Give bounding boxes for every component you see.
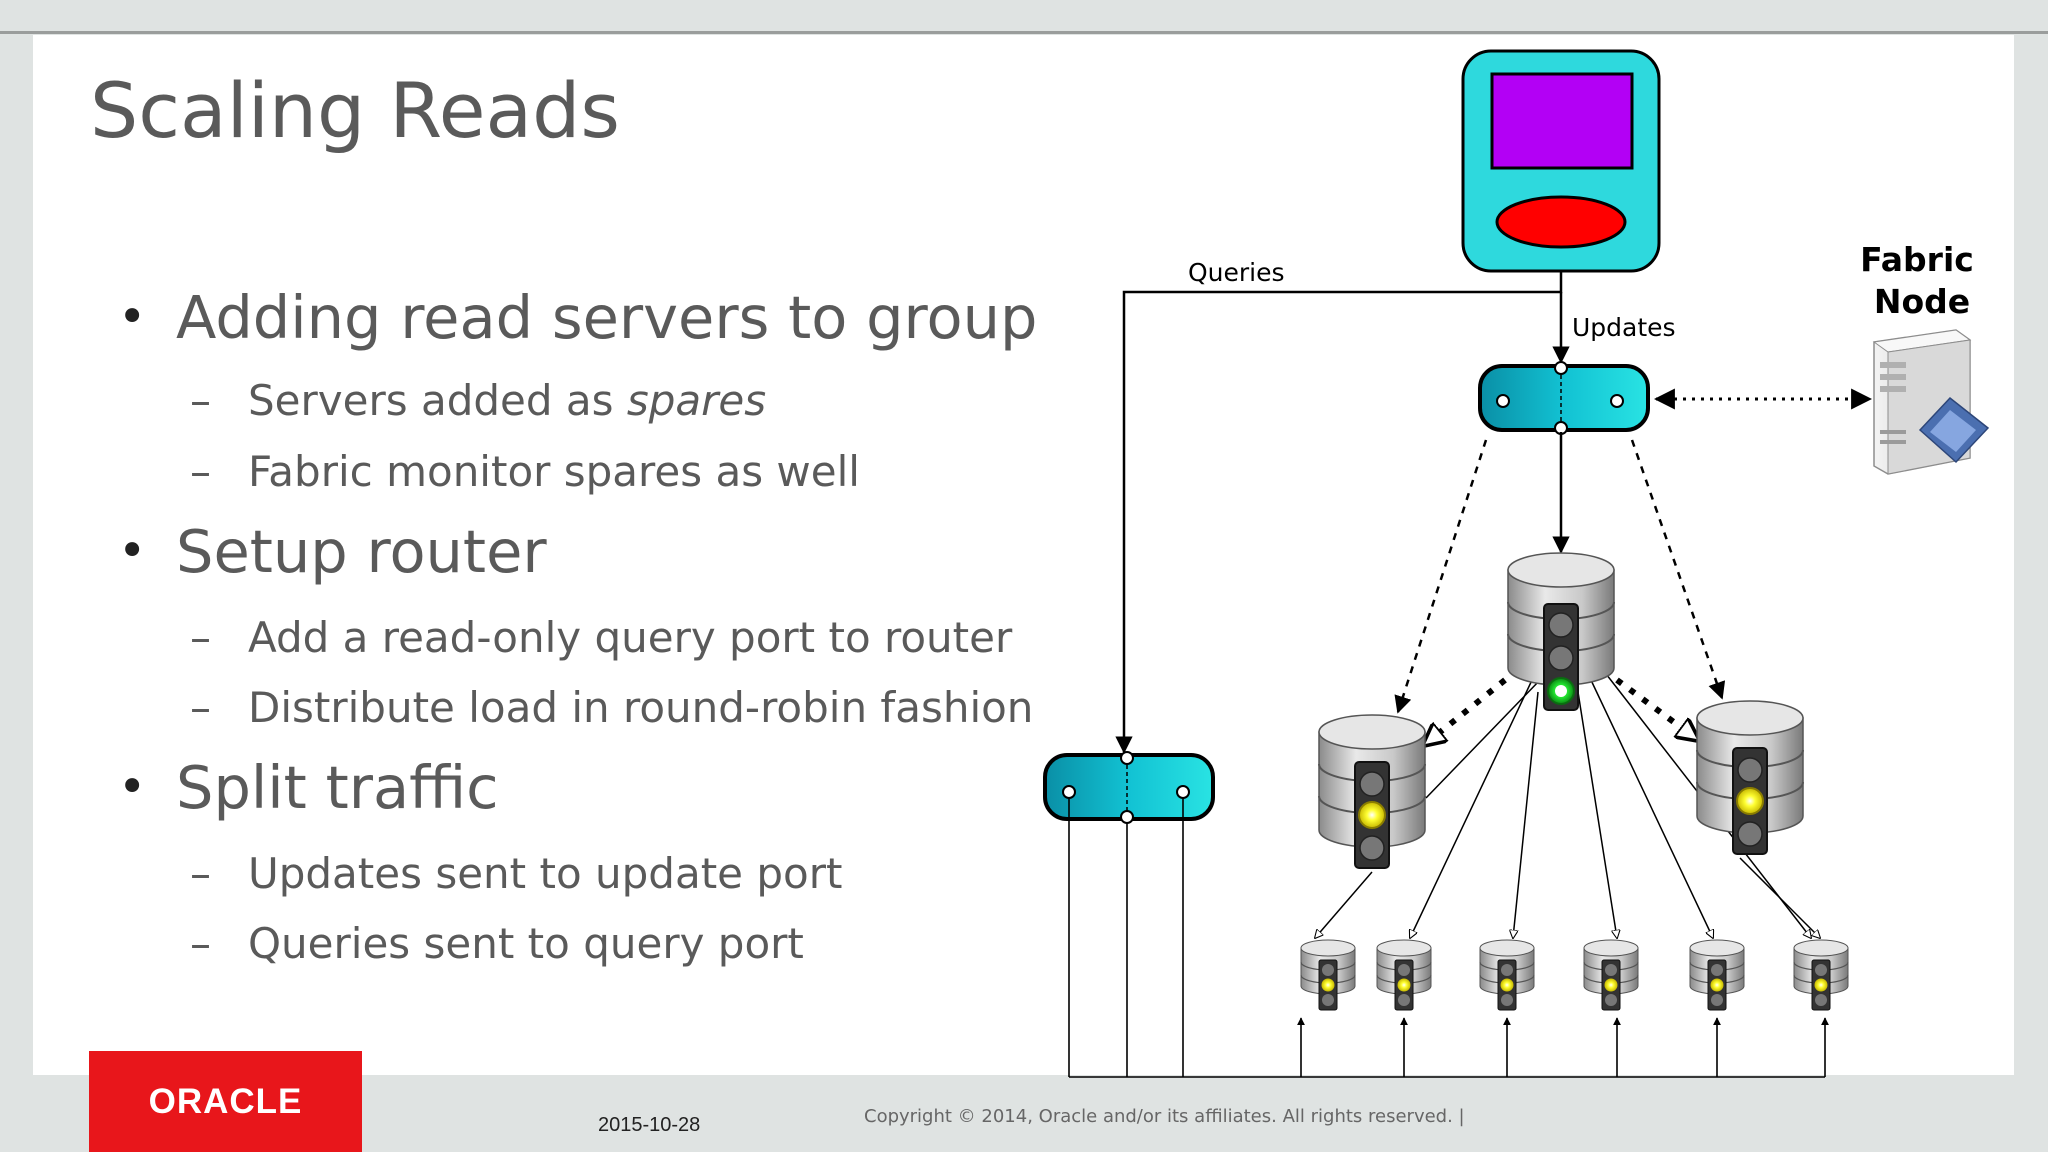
bullet-dot: • xyxy=(118,289,147,345)
database-server-icon xyxy=(1696,700,1804,855)
slide-date: 2015-10-28 xyxy=(598,1114,701,1136)
bullet-dot: • xyxy=(118,523,147,579)
sub-bullet-text: Fabric monitor spares as well xyxy=(248,447,860,496)
sub-bullet-dash: – xyxy=(190,849,211,898)
slide-canvas xyxy=(33,35,2014,1075)
server-tower-icon xyxy=(1872,329,1990,475)
bullet-text: Setup router xyxy=(176,517,547,586)
replication-arrow-right xyxy=(1615,677,1698,740)
fabric-node-label-line1: Fabric xyxy=(1860,240,1974,279)
query-distribution-bus xyxy=(1068,798,1829,1078)
sub-bullet-text-emphasis: spares xyxy=(626,376,767,425)
secondary-monitor-link-right xyxy=(1630,439,1726,700)
copyright-notice: Copyright © 2014, Oracle and/or its affi… xyxy=(864,1106,1465,1127)
queries-label: Queries xyxy=(1188,258,1285,287)
database-server-icon xyxy=(1507,552,1615,711)
bullet-dot: • xyxy=(118,759,147,815)
database-server-icon xyxy=(1689,939,1745,1011)
sub-bullet-dash: – xyxy=(190,613,211,662)
secondary-monitor-link-left xyxy=(1394,439,1488,714)
fabric-node-label-line2: Node xyxy=(1874,282,1970,321)
slide-title: Scaling Reads xyxy=(90,66,620,155)
sub-bullet-dash: – xyxy=(190,376,211,425)
bullet-text: Split traffic xyxy=(176,753,499,822)
sub-bullet-text-plain: Servers added as xyxy=(248,376,627,425)
updates-label: Updates xyxy=(1572,313,1676,342)
sub-bullet-text: Distribute load in round-robin fashion xyxy=(248,683,1034,732)
queries-connection xyxy=(1115,271,1563,754)
sub-bullet-text: Add a read-only query port to router xyxy=(248,613,1013,662)
database-server-icon xyxy=(1376,939,1432,1011)
sub-bullet-text: Queries sent to query port xyxy=(248,919,804,968)
database-server-icon xyxy=(1479,939,1535,1011)
sub-bullet-dash: – xyxy=(190,447,211,496)
read-server-row xyxy=(1300,939,1849,1011)
bullet-text: Adding read servers to group xyxy=(176,283,1038,352)
database-server-icon xyxy=(1793,939,1849,1011)
router-icon xyxy=(1478,361,1650,435)
top-rule xyxy=(0,31,2048,34)
sub-bullet-text: Servers added as spares xyxy=(248,376,766,425)
sub-bullet-text: Updates sent to update port xyxy=(248,849,843,898)
sub-bullet-dash: – xyxy=(190,683,211,732)
replication-arrow-left xyxy=(1424,677,1507,745)
database-server-icon xyxy=(1318,714,1426,869)
sub-bullet-dash: – xyxy=(190,919,211,968)
database-server-icon xyxy=(1300,939,1356,1011)
router-icon xyxy=(1043,751,1215,824)
oracle-logo-text: ORACLE xyxy=(148,1081,303,1121)
client-device-icon xyxy=(1461,49,1661,273)
database-server-icon xyxy=(1583,939,1639,1011)
oracle-logo: ORACLE xyxy=(89,1051,362,1152)
